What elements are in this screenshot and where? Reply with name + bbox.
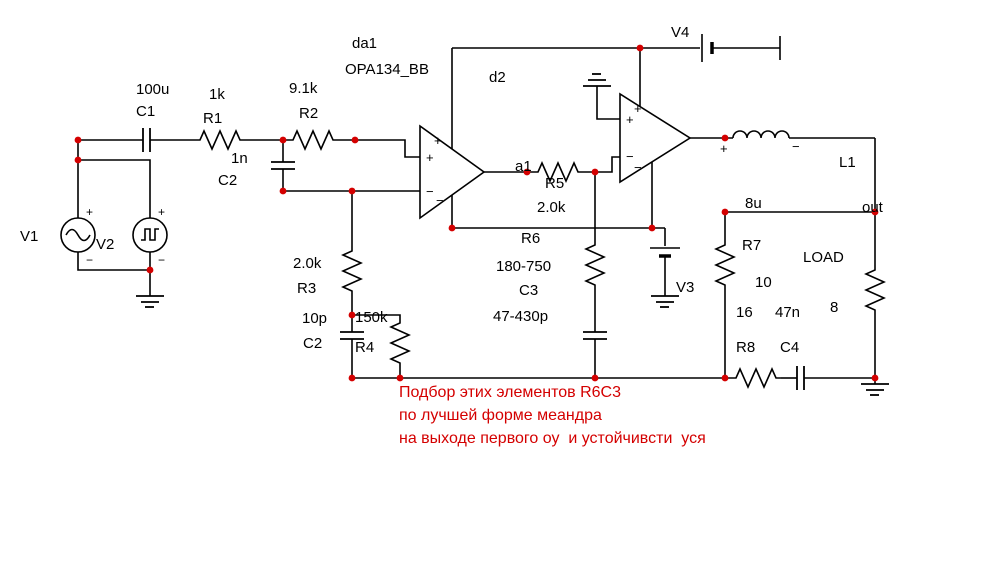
- r5-resistor-symbol[interactable]: [533, 161, 583, 183]
- v4-ref-label: V4: [671, 24, 690, 41]
- opamp2-symbol[interactable]: + + − −: [619, 92, 692, 184]
- v2-square-source-symbol[interactable]: + −: [132, 205, 168, 267]
- r6-resistor-symbol[interactable]: [584, 240, 606, 290]
- r3-ref-label: R3: [297, 280, 317, 297]
- c2-input-ref-label: C2: [218, 172, 238, 189]
- r5-ref-label: R5: [545, 175, 565, 192]
- r6-value-label: 180-750: [496, 258, 552, 275]
- opamp1-input-minus-mark: −: [426, 184, 434, 199]
- annotation-line-3: на выходе первого оу и устойчивсти уся: [399, 430, 706, 447]
- r6-ref-label: R6: [521, 230, 541, 247]
- r3-resistor-symbol[interactable]: [341, 246, 363, 296]
- c3-value-label: 47-430p: [493, 308, 549, 325]
- r2-resistor-symbol[interactable]: [288, 129, 338, 151]
- opamp2-power-plus-mark: +: [634, 101, 642, 116]
- r1-ref-label: R1: [203, 110, 223, 127]
- annotation-line-2: по лучшей форме меандра: [399, 407, 602, 424]
- v1-minus-mark: −: [86, 253, 93, 267]
- c1-capacitor-symbol[interactable]: [142, 128, 151, 152]
- l1-plus-mark: +: [720, 141, 728, 156]
- opamp1-power-plus-mark: +: [434, 133, 442, 148]
- r4-value-label: 150k: [355, 309, 388, 326]
- c1-value-label: 100u: [136, 81, 170, 98]
- opamp2-input-minus-mark: −: [626, 149, 634, 164]
- v2-ref-label: V2: [96, 236, 115, 253]
- wires: [77, 47, 876, 384]
- l1-minus-mark: −: [792, 139, 800, 154]
- ground-symbol-v2[interactable]: [136, 295, 164, 308]
- v1-ref-label: V1: [20, 228, 39, 245]
- c4-ref-label: C4: [780, 339, 800, 356]
- r4-resistor-symbol[interactable]: [389, 318, 411, 368]
- c2-comp-ref-label: C2: [303, 335, 323, 352]
- r7-value-label: 10: [755, 274, 772, 291]
- load-value-label: 8: [830, 299, 839, 316]
- v1-sine-source-symbol[interactable]: + −: [60, 205, 96, 267]
- l1-inductor-symbol[interactable]: + −: [720, 130, 800, 156]
- r4-ref-label: R4: [355, 339, 375, 356]
- r1-value-label: 1k: [209, 86, 225, 103]
- load-resistor-symbol[interactable]: [864, 265, 886, 315]
- opamp2-power-minus-mark: −: [634, 160, 642, 175]
- r3-value-label: 2.0k: [293, 255, 322, 272]
- opamp1-power-minus-mark: −: [436, 193, 444, 208]
- v2-plus-mark: +: [158, 205, 165, 219]
- opamp1-designator-label: da1: [352, 35, 378, 52]
- ground-symbol-output[interactable]: [861, 383, 889, 396]
- r1-resistor-symbol[interactable]: [195, 129, 245, 151]
- c2-input-capacitor-symbol[interactable]: [271, 161, 295, 170]
- r7-resistor-symbol[interactable]: [714, 240, 736, 290]
- v1-plus-mark: +: [86, 205, 93, 219]
- r8-resistor-symbol[interactable]: [731, 367, 781, 389]
- opamp1-input-plus-mark: +: [426, 150, 434, 165]
- ground-symbol-opamp2-input[interactable]: [583, 73, 611, 87]
- l1-ref-label: L1: [839, 154, 856, 171]
- opamp1-symbol[interactable]: + + − −: [419, 124, 486, 220]
- junction-dots: [74, 44, 879, 382]
- r8-value-label: 16: [736, 304, 753, 321]
- c4-value-label: 47n: [775, 304, 801, 321]
- opamp2-designator-label: d2: [489, 69, 506, 86]
- opamp1-part-label: OPA134_BB: [345, 61, 429, 78]
- r7-ref-label: R7: [742, 237, 762, 254]
- v3-battery-symbol[interactable]: [650, 247, 680, 258]
- out-node-label: out: [862, 199, 883, 216]
- c1-ref-label: C1: [136, 103, 156, 120]
- l1-value-label: 8u: [745, 195, 762, 212]
- c2-input-value-label: 1n: [231, 150, 248, 167]
- c2-comp-capacitor-symbol[interactable]: [340, 331, 364, 340]
- ground-symbol-v3[interactable]: [651, 295, 679, 308]
- c2-comp-value-label: 10p: [302, 310, 328, 327]
- r2-ref-label: R2: [299, 105, 319, 122]
- load-ref-label: LOAD: [803, 249, 844, 266]
- node-a1-label: a1: [515, 158, 532, 175]
- c3-ref-label: C3: [519, 282, 539, 299]
- c4-capacitor-symbol[interactable]: [796, 366, 805, 390]
- v4-battery-symbol[interactable]: [701, 34, 781, 62]
- v2-minus-mark: −: [158, 253, 165, 267]
- opamp2-input-plus-mark: +: [626, 112, 634, 127]
- c3-capacitor-symbol[interactable]: [583, 331, 607, 340]
- annotation-line-1: Подбор этих элементов R6C3: [399, 384, 621, 401]
- r2-value-label: 9.1k: [289, 80, 318, 97]
- r8-ref-label: R8: [736, 339, 756, 356]
- v3-ref-label: V3: [676, 279, 695, 296]
- r5-value-label: 2.0k: [537, 199, 566, 216]
